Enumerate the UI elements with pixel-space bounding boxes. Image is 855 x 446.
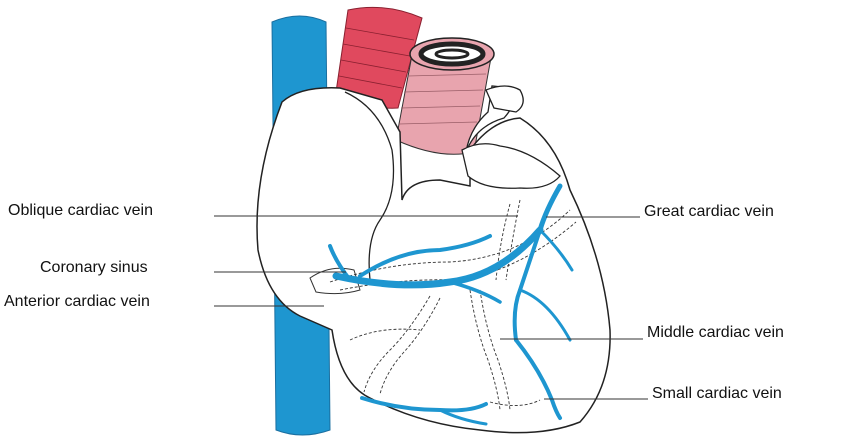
label-middle-cardiac-vein: Middle cardiac vein (647, 323, 784, 343)
label-great-cardiac-vein: Great cardiac vein (644, 202, 774, 222)
label-coronary-sinus: Coronary sinus (40, 258, 148, 278)
pulmonary-trunk (396, 38, 494, 154)
label-anterior-cardiac-vein: Anterior cardiac vein (4, 292, 150, 312)
label-oblique-cardiac-vein: Oblique cardiac vein (8, 201, 153, 221)
label-small-cardiac-vein: Small cardiac vein (652, 384, 782, 404)
